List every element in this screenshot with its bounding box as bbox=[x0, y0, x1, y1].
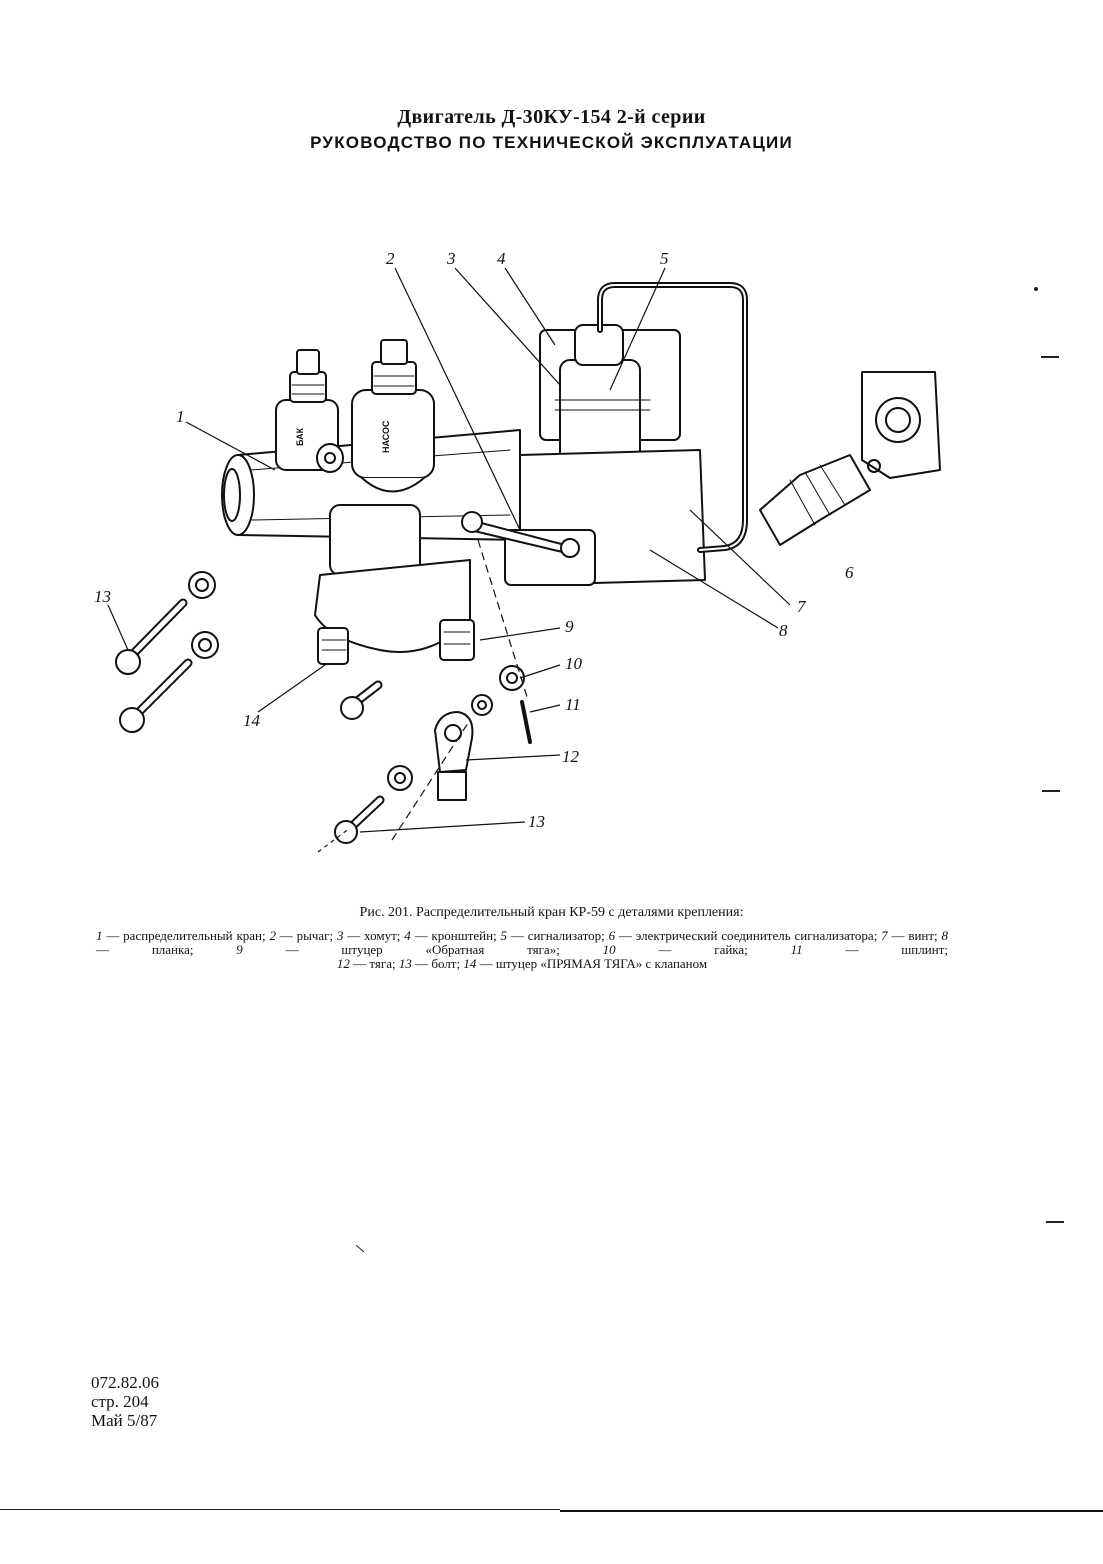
legend-text: шплинт bbox=[901, 942, 945, 957]
pump-fitting-part bbox=[351, 339, 435, 493]
lever-part bbox=[461, 511, 580, 558]
page-footer: 072.82.06 стр. 204 Май 5/87 bbox=[91, 1373, 159, 1430]
tank-stamp: БАК bbox=[295, 427, 305, 446]
legend-num: 5 bbox=[500, 928, 508, 943]
legend-text: штуцер «ПРЯМАЯ ТЯГА» с клапаном bbox=[495, 956, 708, 971]
callout-1: 1 bbox=[176, 407, 185, 426]
legend-num: 10 bbox=[602, 942, 616, 957]
legend-text: кронштейн bbox=[431, 928, 494, 943]
legend-line-1: 1 — распределительный кран; 2 — рычаг; 3… bbox=[96, 928, 949, 957]
legend-num: 14 bbox=[463, 956, 477, 971]
page-header: Двигатель Д-30КУ-154 2-й серии РУКОВОДСТ… bbox=[0, 104, 1103, 156]
manual-title: РУКОВОДСТВО ПО ТЕХНИЧЕСКОЙ ЭКСПЛУАТАЦИИ bbox=[310, 133, 793, 152]
legend-text: болт bbox=[431, 956, 457, 971]
legend-line-last: 12 — тяга; 13 — болт; 14 — штуцер «ПРЯМА… bbox=[336, 956, 708, 971]
revision-date: Май 5/87 bbox=[91, 1411, 158, 1430]
callout-3: 3 bbox=[446, 249, 456, 268]
scan-speck bbox=[1046, 1221, 1064, 1223]
doc-number: 072.82.06 bbox=[91, 1373, 159, 1392]
loose-bolts-left bbox=[115, 571, 219, 733]
rule-right bbox=[560, 1510, 1103, 1512]
callout-8: 8 bbox=[779, 621, 788, 640]
rule-left bbox=[0, 1509, 560, 1510]
legend-text: винт bbox=[908, 928, 935, 943]
callout-6: 6 bbox=[845, 563, 854, 582]
legend-text: распределительный кран bbox=[123, 928, 262, 943]
legend-num: 3 bbox=[336, 928, 344, 943]
callout-4: 4 bbox=[497, 249, 506, 268]
legend-num: 12 bbox=[336, 956, 350, 971]
legend-text: рычаг bbox=[296, 928, 330, 943]
legend-num: 11 bbox=[790, 942, 803, 957]
outlet-manifold-part bbox=[314, 504, 475, 665]
leader-lines bbox=[107, 267, 791, 853]
callout-13-bottom: 13 bbox=[528, 812, 545, 831]
legend-num: 6 bbox=[608, 928, 616, 943]
tank-fitting-part bbox=[275, 349, 344, 473]
legend-text: тяга bbox=[369, 956, 392, 971]
legend-num: 2 bbox=[269, 928, 276, 943]
scan-speck bbox=[1041, 356, 1059, 358]
legend-text: хомут bbox=[364, 928, 397, 943]
legend-num: 1 bbox=[96, 928, 103, 943]
page-number: стр. 204 bbox=[91, 1392, 149, 1411]
legend-num: 9 bbox=[236, 942, 243, 957]
callout-11: 11 bbox=[565, 695, 581, 714]
legend-text: гайка bbox=[714, 942, 745, 957]
engine-title: Двигатель Д-30КУ-154 2-й серии bbox=[397, 106, 706, 128]
tube-part bbox=[597, 282, 748, 553]
legend-num: 7 bbox=[881, 928, 888, 943]
electric-connector-part bbox=[759, 371, 941, 546]
legend-num: 13 bbox=[398, 956, 412, 971]
figure-caption: Рис. 201. Распределительный кран КР-59 с… bbox=[359, 905, 744, 920]
callout-13-left: 13 bbox=[94, 587, 111, 606]
bottom-rule bbox=[0, 1509, 1103, 1512]
scan-speck bbox=[1042, 790, 1060, 792]
scan-speck bbox=[1034, 287, 1038, 291]
callout-2: 2 bbox=[386, 249, 395, 268]
callout-9: 9 bbox=[565, 617, 574, 636]
callout-5: 5 bbox=[660, 249, 669, 268]
callout-10: 10 bbox=[565, 654, 583, 673]
legend-text: штуцер «Обратная тяга» bbox=[341, 942, 557, 957]
legend-text: электрический соединитель сигнализатора bbox=[635, 928, 874, 943]
loose-parts-bottom bbox=[334, 665, 532, 844]
legend-num: 8 bbox=[941, 928, 949, 943]
exploded-view-drawing: БАК НАСОС 1 2 3 4 5 6 7 8 9 10 11 12 13 … bbox=[94, 249, 941, 853]
callout-14: 14 bbox=[243, 711, 261, 730]
scan-speck bbox=[355, 1244, 365, 1253]
legend-text: сигнализатор bbox=[527, 928, 602, 943]
pump-stamp: НАСОС bbox=[381, 420, 391, 453]
legend-num: 4 bbox=[404, 928, 411, 943]
figure-legend: 1 — распределительный кран; 2 — рычаг; 3… bbox=[96, 929, 948, 971]
callout-7: 7 bbox=[797, 597, 807, 616]
callout-12: 12 bbox=[562, 747, 580, 766]
legend-text: планка bbox=[151, 942, 190, 957]
